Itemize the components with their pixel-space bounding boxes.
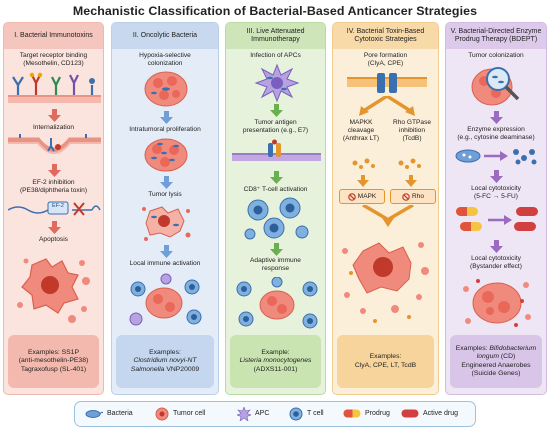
tumor-colonization-illustration	[144, 71, 188, 107]
enzyme-expression-illustration	[455, 149, 537, 165]
apoptosis-illustration	[17, 258, 90, 323]
rho-blocked-badge: Rho	[390, 189, 436, 204]
immune-activation-illustration	[129, 273, 202, 326]
arrows-down-icon	[357, 175, 417, 187]
arrow-down-icon	[270, 104, 283, 117]
examples-box: Examples: Bifidobacterium longum (CD) En…	[450, 335, 542, 388]
page-title: Mechanistic Classification of Bacterial-…	[72, 4, 478, 18]
legend: Bacteria Tumor cell APC T cell Prodrug A…	[74, 401, 476, 427]
step-label: Local cytotoxicity(Bystander effect)	[470, 255, 522, 270]
tcell-icon	[289, 407, 303, 420]
step-label: Target receptor binding(Mesothelin, CD12…	[19, 52, 88, 67]
step-label: CD8⁺ T-cell activation	[243, 186, 308, 193]
block-icon	[402, 192, 410, 201]
ef2-inhibition-illustration	[8, 201, 101, 216]
step-label: Local cytotoxicity(5-FC → 5-FU)	[471, 185, 521, 200]
proliferation-illustration	[144, 138, 188, 172]
arrow-down-icon	[48, 164, 61, 177]
tumor-colonization-magnifier-illustration	[471, 67, 520, 106]
tumor-cell-icon	[155, 407, 169, 420]
arrow-down-icon	[160, 176, 173, 189]
receptor-binding-illustration	[8, 72, 101, 103]
column-header: I. Bacterial Immunotoxins	[4, 23, 103, 49]
apc-icon	[237, 406, 251, 421]
step-label: Local immune activation	[129, 260, 201, 267]
antigen-presentation-illustration	[232, 139, 321, 161]
step-label: Infection of APCs	[250, 52, 301, 59]
apc-infection-illustration	[254, 63, 300, 103]
prodrug-conversion-illustration	[456, 207, 538, 231]
examples-box: Examples: Clostridium novyi-NT Salmonell…	[116, 335, 214, 388]
block-icon	[347, 192, 356, 201]
ef2-label: EF-2	[52, 203, 64, 209]
step-label: Pore formation(ClyA, CPE)	[363, 52, 408, 67]
pore-formation-illustration	[347, 73, 427, 93]
legend-item-apc: APC	[237, 402, 269, 425]
legend-item-tumor-cell: Tumor cell	[155, 402, 205, 425]
step-label: EF-2 inhibition(PE38/diphtheria toxin)	[19, 179, 88, 194]
mapk-blocked-badge: MAPK	[339, 189, 385, 204]
arrow-down-icon	[490, 111, 503, 124]
arrow-down-icon	[270, 171, 283, 184]
arrow-down-icon	[270, 243, 283, 256]
active-drug-icon	[401, 409, 419, 418]
legend-item-tcell: T cell	[289, 402, 324, 425]
legend-item-active-drug: Active drug	[401, 402, 458, 425]
arrow-down-icon	[490, 170, 503, 183]
arrow-down-icon	[48, 109, 61, 122]
arrow-down-icon	[160, 245, 173, 258]
arrow-down-icon	[490, 240, 503, 253]
merge-arrows-icon	[362, 205, 414, 227]
tumor-lysis-illustration	[142, 206, 191, 241]
legend-item-bacteria: Bacteria	[85, 402, 133, 425]
step-label: Intratumoral proliferation	[129, 126, 201, 133]
step-label: Apoptosis	[39, 236, 68, 243]
step-label: Internalization	[32, 124, 75, 131]
step-label: Enzyme expression(e.g., cytosine deamina…	[457, 126, 535, 141]
bacteria-icon	[85, 409, 103, 418]
examples-box: Examples: ClyA, CPE, LT, TcdB	[337, 335, 434, 388]
examples-box: Example: Listeria monocytogenes (ADXS11-…	[230, 335, 321, 388]
step-label: Tumor colonization	[468, 52, 524, 59]
adaptive-response-illustration	[236, 277, 318, 329]
arrow-down-icon	[48, 221, 61, 234]
column-immunotoxins: I. Bacterial Immunotoxins Target recepto…	[3, 22, 104, 395]
legend-item-prodrug: Prodrug	[343, 402, 390, 425]
column-header: II. Oncolytic Bacteria	[112, 23, 218, 49]
prodrug-icon	[343, 409, 361, 418]
cell-death-illustration	[342, 242, 429, 323]
arrow-down-icon	[160, 111, 173, 124]
column-oncolytic-bacteria: II. Oncolytic Bacteria Hypoxia-selective…	[111, 22, 219, 395]
internalization-illustration	[8, 134, 101, 154]
tcell-activation-illustration	[244, 197, 309, 240]
bystander-effect-illustration	[463, 279, 531, 327]
step-label: Tumor lysis	[148, 191, 182, 198]
examples-box: Examples: SS1P (anti-mesothelin-PE38) Ta…	[8, 335, 99, 388]
branch-arrows-icon	[359, 96, 415, 116]
toxin-particles-illustration	[352, 158, 421, 169]
